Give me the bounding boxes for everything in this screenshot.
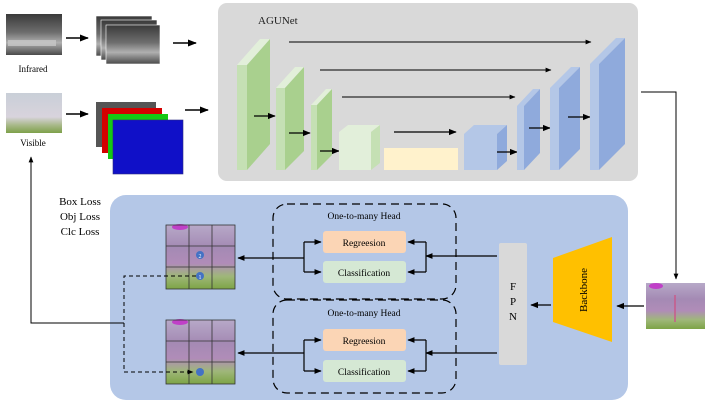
decoder-block-4 bbox=[590, 38, 625, 170]
head-2-classification-block bbox=[323, 360, 406, 382]
obj-loss-label: Obj Loss bbox=[60, 211, 100, 223]
fpn-letter-p: P bbox=[510, 296, 516, 308]
encoder-block-4 bbox=[339, 125, 380, 170]
head-1-regression-label: Regreesion bbox=[343, 239, 386, 249]
fpn-letter-f: F bbox=[510, 281, 516, 293]
fused-image bbox=[646, 283, 705, 329]
box-loss-label: Box Loss bbox=[59, 196, 101, 208]
fpn-letter-n: N bbox=[509, 311, 517, 323]
anchor-badge-2 bbox=[196, 251, 204, 259]
agunet-panel: AGUNet bbox=[218, 3, 638, 181]
head-1-border bbox=[272, 203, 457, 300]
detector-background bbox=[110, 195, 628, 400]
rgb-channel-stack bbox=[96, 102, 184, 175]
infrared-input: Infrared bbox=[6, 14, 62, 74]
prediction-grid-1: 2 1 bbox=[165, 224, 236, 290]
fpn-block bbox=[499, 243, 527, 365]
head-1-classification-block bbox=[323, 261, 406, 283]
encoder-block-2 bbox=[276, 67, 304, 170]
head-2-classification-label: Classification bbox=[338, 367, 390, 378]
backbone-label: Backbone bbox=[578, 268, 590, 312]
prediction-grid-2 bbox=[165, 319, 236, 385]
backbone-block bbox=[553, 237, 612, 342]
blue-channel bbox=[112, 119, 184, 175]
anchor-badge-1 bbox=[196, 272, 204, 280]
infrared-image bbox=[6, 14, 62, 55]
encoder-block-1 bbox=[237, 39, 270, 170]
head-2-regression-block bbox=[323, 329, 406, 351]
head-2-title: One-to-many Head bbox=[327, 309, 400, 319]
clc-loss-label: Clc Loss bbox=[61, 226, 100, 238]
one-to-many-head-2: One-to-many Head Regreesion Classificati… bbox=[237, 299, 497, 394]
decoder-block-3 bbox=[550, 67, 580, 170]
head-1-regression-block bbox=[323, 231, 406, 253]
svg-text:2: 2 bbox=[199, 254, 202, 260]
head-1-title: One-to-many Head bbox=[327, 212, 400, 222]
encoder-block-3 bbox=[311, 89, 332, 170]
bottleneck-block bbox=[384, 148, 458, 170]
detector-panel: Backbone F P N One-to-many Head Regreesi… bbox=[110, 195, 644, 400]
decoder-block-2 bbox=[517, 89, 540, 170]
agunet-title: AGUNet bbox=[258, 15, 298, 27]
visible-input: Visible bbox=[6, 93, 62, 148]
decoder-block-1 bbox=[464, 125, 507, 170]
dashed-assignment-arrow bbox=[123, 275, 196, 375]
loss-labels: Box Loss Obj Loss Clc Loss bbox=[59, 196, 101, 238]
head-1-classification-label: Classification bbox=[338, 268, 390, 279]
arrow-loss-feedback bbox=[28, 156, 124, 324]
visible-image bbox=[6, 93, 62, 133]
svg-text:1: 1 bbox=[199, 275, 202, 281]
head-2-regression-label: Regreesion bbox=[343, 337, 386, 347]
arrow-agunet-to-fused bbox=[641, 91, 679, 280]
assigned-anchor-dot bbox=[196, 368, 204, 376]
head-2-border bbox=[272, 299, 457, 394]
visible-label: Visible bbox=[20, 138, 45, 148]
infrared-label: Infrared bbox=[19, 64, 48, 74]
infrared-stack bbox=[95, 15, 161, 65]
one-to-many-head-1: One-to-many Head Regreesion Classificati… bbox=[237, 203, 497, 300]
